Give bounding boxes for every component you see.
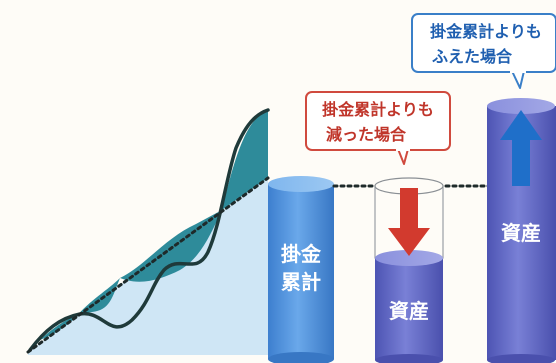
increase-arrow-icon <box>500 110 542 186</box>
contribution-bar-label-line1: 掛金 <box>281 242 322 266</box>
callout-decrease-line1: 掛金累計よりも <box>322 100 434 119</box>
contribution-bar: 掛金 累計 <box>268 176 334 363</box>
contribution-trend-line <box>26 176 270 354</box>
wave-fill-lower <box>40 278 120 340</box>
contribution-bar-label-line2: 累計 <box>281 270 321 294</box>
callout-increase: 掛金累計よりも ふえた場合 <box>411 13 556 89</box>
decreased-asset-label: 資産 <box>389 299 429 323</box>
callout-increase-line1: 掛金累計よりも <box>430 22 542 41</box>
callout-increase-line2: ふえた場合 <box>432 47 513 66</box>
callout-decrease-line2: 減った場合 <box>326 125 407 144</box>
wave-fill-middle <box>120 210 222 282</box>
decrease-arrow-icon <box>388 188 430 256</box>
callout-decrease: 掛金累計よりも 減った場合 <box>305 91 451 165</box>
decreased-asset-bar: 資産 <box>374 177 444 363</box>
increased-asset-label: 資産 <box>501 221 541 245</box>
